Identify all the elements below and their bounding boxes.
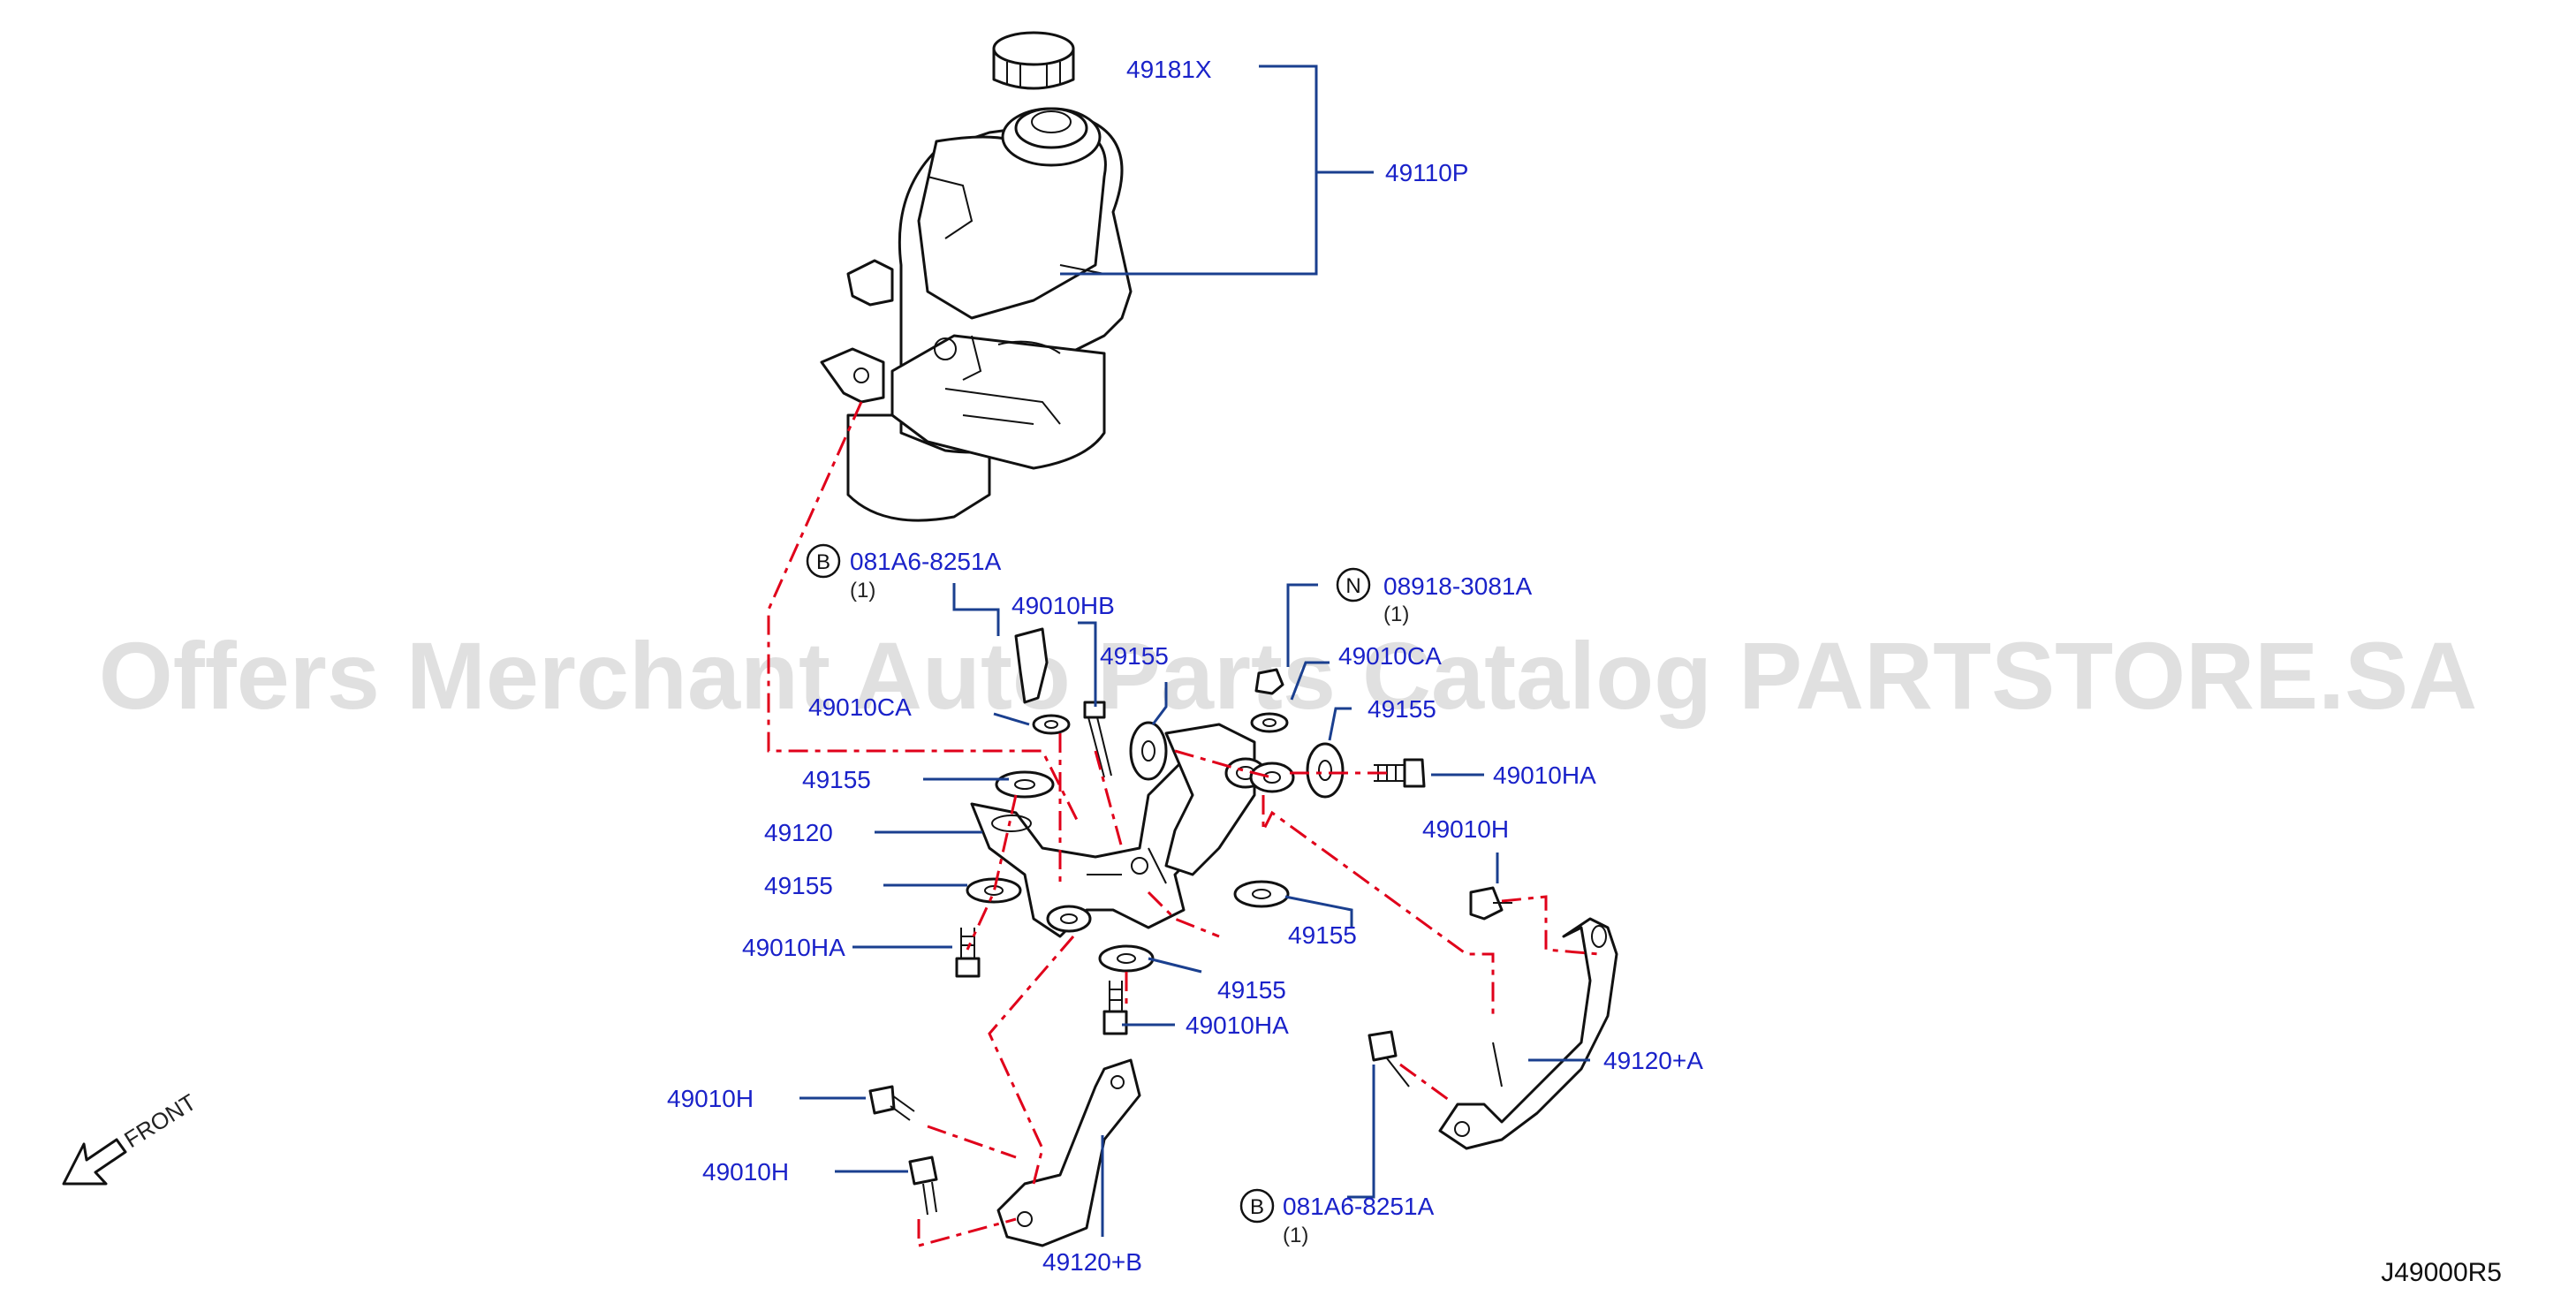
insulator-right [1306, 742, 1345, 799]
label-cap: 49181X [1126, 56, 1212, 83]
label-bolt-h-left-upper: 49010H [667, 1085, 754, 1112]
label-insulator-right: 49155 [1368, 695, 1436, 723]
badge-b-top [806, 543, 841, 579]
label-bolt-h-left-lower: 49010H [702, 1158, 789, 1186]
bolt-h-left-lower [908, 1156, 938, 1216]
label-insulator-mid-right: 49155 [1288, 921, 1357, 949]
bushing-hb-illustration [1014, 627, 1049, 704]
label-bolt-ha-mid: 49010HA [1186, 1012, 1289, 1039]
bolt-h-left-upper [868, 1085, 915, 1121]
insulator-top [1129, 721, 1168, 781]
label-insulator-mid-lower: 49155 [1217, 976, 1286, 1004]
label-insulator-left-upper: 49155 [802, 766, 871, 793]
collar-mid [1249, 762, 1295, 793]
label-collar-right: 49010CA [1338, 642, 1442, 670]
label-bolt-b-bottom: 081A6-8251A [1283, 1193, 1435, 1220]
bracket-a-illustration [1438, 917, 1618, 1150]
badge-n-letter: N [1345, 574, 1360, 598]
insulator-left-upper [995, 770, 1055, 799]
reservoir-cap-illustration [992, 31, 1075, 90]
bolt-h-right [1469, 886, 1512, 921]
insulator-left-lower [966, 877, 1022, 904]
label-bolt-b-top-qty: (1) [850, 579, 875, 602]
label-bolt-ha-right: 49010HA [1493, 762, 1596, 789]
badge-b-top-letter: B [816, 550, 830, 574]
power-steering-pump-illustration [820, 107, 1133, 522]
collar-left [1032, 714, 1071, 735]
assembly-lines [767, 401, 1600, 1247]
insulator-mid-right [1233, 880, 1290, 908]
label-nut-n-qty: (1) [1383, 602, 1409, 626]
bolt-ha-mid [1102, 981, 1128, 1035]
diagram-reference-code: J49000R5 [2381, 1258, 2502, 1287]
collar-lower-left [1046, 905, 1092, 933]
label-insulator-top: 49155 [1100, 642, 1169, 670]
badge-b-bottom [1239, 1188, 1275, 1224]
label-bushing-hb: 49010HB [1011, 592, 1115, 619]
bolt-b-bottom-illustration [1368, 1030, 1410, 1087]
bracket-b-illustration [996, 1058, 1141, 1247]
front-direction-indicator: FRONT [62, 1088, 201, 1186]
front-label: FRONT [119, 1088, 201, 1153]
label-insulator-left-lower: 49155 [764, 872, 833, 899]
leader-lines [799, 64, 1590, 1237]
nut-illustration [1254, 668, 1284, 695]
front-arrow-icon [62, 1138, 127, 1186]
label-pump-assy: 49110P [1385, 159, 1468, 186]
bolt-top-vertical [1083, 701, 1112, 778]
label-bolt-ha-left: 49010HA [742, 934, 845, 961]
label-bolt-b-top: 081A6-8251A [850, 548, 1002, 575]
badge-b-bottom-letter: B [1250, 1195, 1264, 1219]
label-bolt-h-right: 49010H [1422, 815, 1509, 843]
collar-right [1250, 712, 1289, 733]
label-bracket-b: 49120+B [1042, 1248, 1142, 1276]
bolt-ha-left [955, 928, 981, 978]
label-bracket-a: 49120+A [1603, 1047, 1703, 1074]
label-collar-left: 49010CA [808, 693, 912, 721]
label-bolt-b-bottom-qty: (1) [1283, 1224, 1308, 1247]
badge-n [1336, 567, 1371, 602]
label-nut-n: 08918-3081A [1383, 572, 1532, 600]
label-bracket-main: 49120 [764, 819, 833, 846]
insulator-mid-lower [1098, 944, 1155, 973]
